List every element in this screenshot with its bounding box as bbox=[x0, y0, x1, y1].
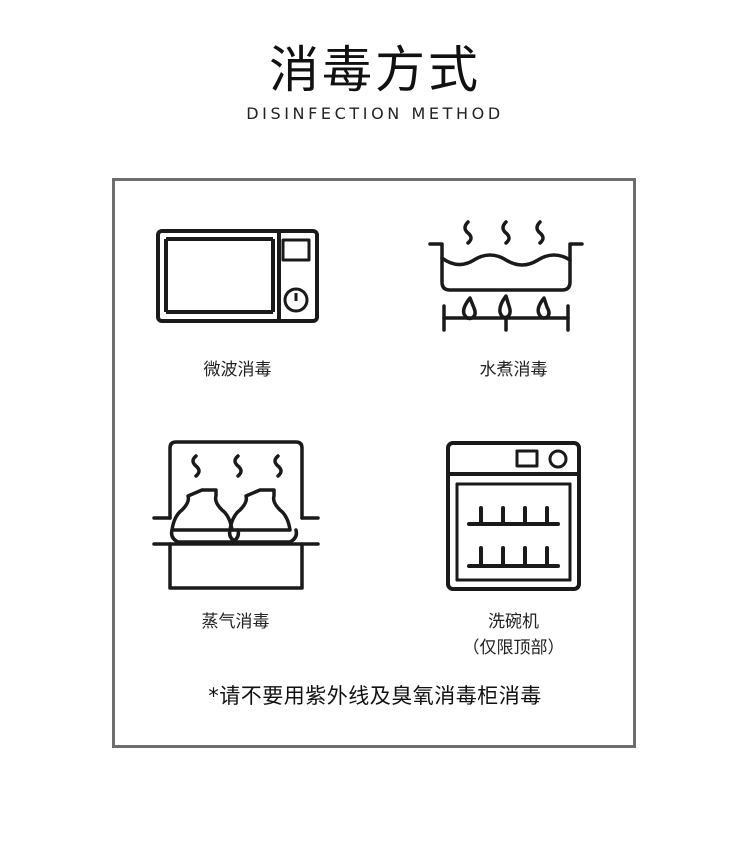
methods-panel bbox=[112, 178, 636, 748]
method-sublabel-dishwasher: （仅限顶部） bbox=[462, 638, 565, 658]
method-label-steam: 蒸气消毒 bbox=[201, 612, 270, 632]
boiling-pot-icon bbox=[428, 218, 584, 334]
warning-note: *请不要用紫外线及臭氧消毒柜消毒 bbox=[208, 684, 542, 708]
dishwasher-icon bbox=[445, 440, 582, 592]
method-label-boiling: 水煮消毒 bbox=[479, 360, 548, 380]
method-label-dishwasher: 洗碗机 bbox=[488, 612, 539, 632]
page-subtitle: DISINFECTION METHOD bbox=[246, 104, 504, 123]
method-label-microwave: 微波消毒 bbox=[203, 360, 272, 380]
steam-sterilizer-icon bbox=[150, 438, 322, 594]
microwave-icon bbox=[155, 228, 320, 324]
page-title: 消毒方式 bbox=[269, 41, 481, 99]
